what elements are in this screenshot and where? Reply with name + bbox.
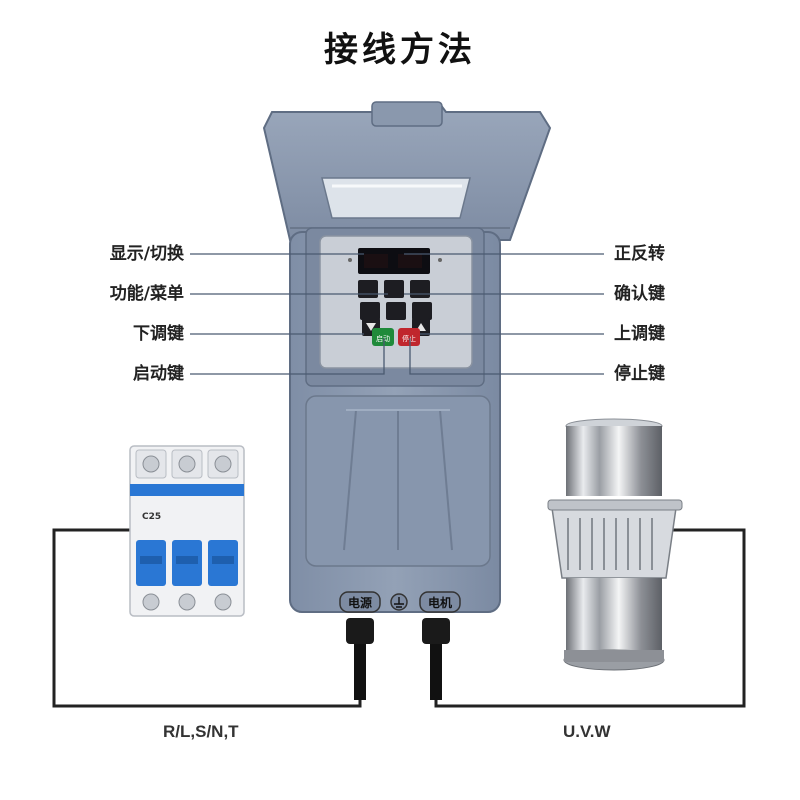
motor-terminal-label: U.V.W: [563, 722, 611, 741]
submersible-pump: [547, 418, 683, 671]
leader-lines: [190, 253, 604, 375]
circuit-breaker: C25: [129, 445, 245, 617]
callout-up-key: 上调键: [614, 324, 665, 344]
callout-confirm-key: 确认键: [614, 284, 665, 304]
motor-port-label: 电机: [428, 595, 452, 610]
power-terminal-label: R/L,S/N,T: [163, 722, 239, 741]
start-button-label: 启动: [376, 334, 390, 343]
callout-forward-reverse: 正反转: [614, 244, 665, 264]
callout-down-key: 下调键: [133, 324, 184, 344]
callout-display-switch: 显示/切换: [109, 244, 184, 264]
ground-icon: [394, 597, 404, 608]
controller-enclosure: 启动 停止 电源 电机: [262, 101, 552, 700]
stop-button-label: 停止: [402, 334, 416, 343]
power-port-label: 电源: [348, 595, 372, 610]
diagram-title: 接线方法: [324, 30, 476, 70]
breaker-rating: C25: [142, 512, 161, 522]
callout-stop-key: 停止键: [614, 364, 665, 384]
callout-function-menu: 功能/菜单: [109, 284, 184, 304]
callout-start-key: 启动键: [133, 364, 184, 384]
